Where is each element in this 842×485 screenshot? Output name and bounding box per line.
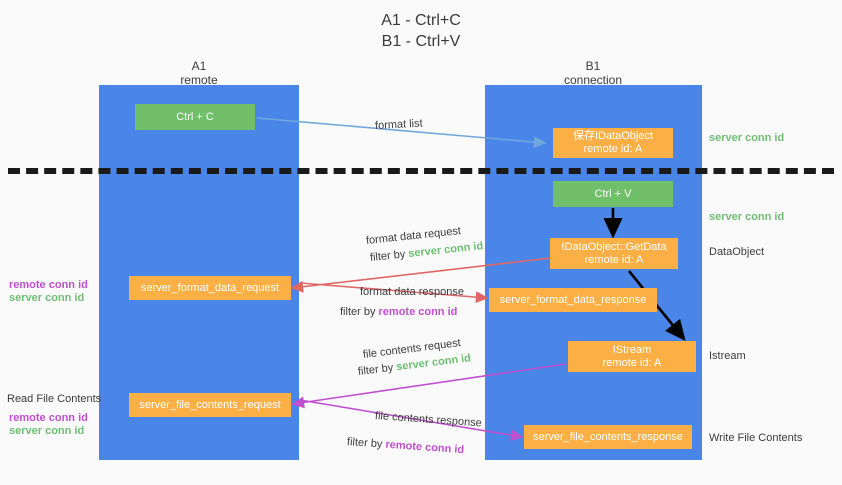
column-header-b1: B1 connection [513,59,673,87]
column-header-a1-sub: remote [180,73,218,87]
node-istream-line2: remote id: A [602,356,662,369]
node-server-file-contents-response-label: server_file_contents_response [533,430,683,443]
column-header-b1-name: B1 [585,59,601,73]
title-line-2: B1 - Ctrl+V [381,33,461,50]
edge-label-file-contents-response: file contents response [375,409,483,430]
node-save-idataobject[interactable]: 保存IDataObject remote id: A [553,128,673,158]
node-ctrl-c[interactable]: Ctrl + C [135,104,255,130]
node-server-file-contents-response[interactable]: server_file_contents_response [524,425,692,449]
left-label-server-conn-id-2-text: server conn id [9,425,85,437]
node-server-format-data-request[interactable]: server_format_data_request [129,276,291,300]
left-label-remote-conn-id-1: remote conn id [9,279,88,292]
right-label-dataobject: DataObject [709,246,764,259]
filter-prefix: filter by [357,361,397,378]
node-ctrl-c-label: Ctrl + C [176,110,214,123]
left-label-remote-conn-id-2: remote conn id [9,412,88,425]
edge-label-format-data-response: format data response [360,285,464,299]
right-label-istream: Istream [709,350,746,363]
node-ctrl-v[interactable]: Ctrl + V [553,181,673,207]
filter-prefix: filter by [369,248,409,264]
column-header-b1-sub: connection [563,73,623,87]
node-server-format-data-response-label: server_format_data_response [499,293,647,306]
node-server-format-data-response[interactable]: server_format_data_response [489,288,657,312]
filter-value-remote-conn-id: remote conn id [385,438,465,457]
time-divider-line [8,168,834,174]
edge-label-format-list: format list [375,117,423,133]
left-label-server-conn-id-2: server conn id [9,425,84,438]
node-server-file-contents-request[interactable]: server_file_contents_request [129,393,291,417]
right-label-write-file-contents-text: Write File Contents [709,432,803,444]
left-label-remote-conn-id-1-text: remote conn id [9,279,88,291]
left-label-server-conn-id-1-text: server conn id [9,292,85,304]
right-label-server-conn-id-top: server conn id [709,132,784,145]
node-istream-line1: IStream [612,343,652,356]
filter-prefix: filter by [340,306,379,318]
edge-label-format-list-text: format list [374,117,423,132]
edge-label-format-data-response-filter: filter by remote conn id [340,305,457,319]
edge-label-file-contents-response-text: file contents response [374,410,483,430]
node-istream[interactable]: IStream remote id: A [568,341,696,372]
node-save-idataobject-line1: 保存IDataObject [572,130,654,142]
node-save-idataobject-line2: remote id: A [583,143,643,155]
left-label-read-file-contents-text: Read File Contents [7,393,102,405]
page-title: A1 - Ctrl+C B1 - Ctrl+V [0,10,842,52]
right-label-write-file-contents: Write File Contents [709,432,802,445]
node-ctrl-v-label: Ctrl + V [594,187,632,200]
left-label-remote-conn-id-2-text: remote conn id [9,412,88,424]
right-label-dataobject-text: DataObject [709,246,765,258]
edge-label-file-contents-response-filter: filter by remote conn id [347,435,465,457]
filter-value-remote-conn-id: remote conn id [378,306,458,318]
node-idataobject-getdata[interactable]: IDataObject::GetData remote id: A [550,238,678,269]
node-server-format-data-request-label: server_format_data_request [140,281,280,294]
filter-value-server-conn-id: server conn id [407,240,484,260]
column-header-a1: A1 remote [119,59,279,87]
right-label-server-conn-id-mid: server conn id [709,211,784,224]
node-server-file-contents-request-label: server_file_contents_request [139,398,281,411]
right-label-server-conn-id-top-text: server conn id [709,132,785,144]
node-getdata-line1: IDataObject::GetData [561,240,667,253]
column-header-a1-name: A1 [191,59,207,73]
title-line-1: A1 - Ctrl+C [381,12,461,29]
left-label-read-file-contents: Read File Contents [7,393,101,406]
node-getdata-line2: remote id: A [584,253,644,266]
filter-prefix: filter by [346,436,386,451]
right-label-server-conn-id-mid-text: server conn id [709,211,785,223]
edge-label-format-data-response-text: format data response [360,286,464,298]
right-label-istream-text: Istream [709,350,746,362]
left-label-server-conn-id-1: server conn id [9,292,84,305]
